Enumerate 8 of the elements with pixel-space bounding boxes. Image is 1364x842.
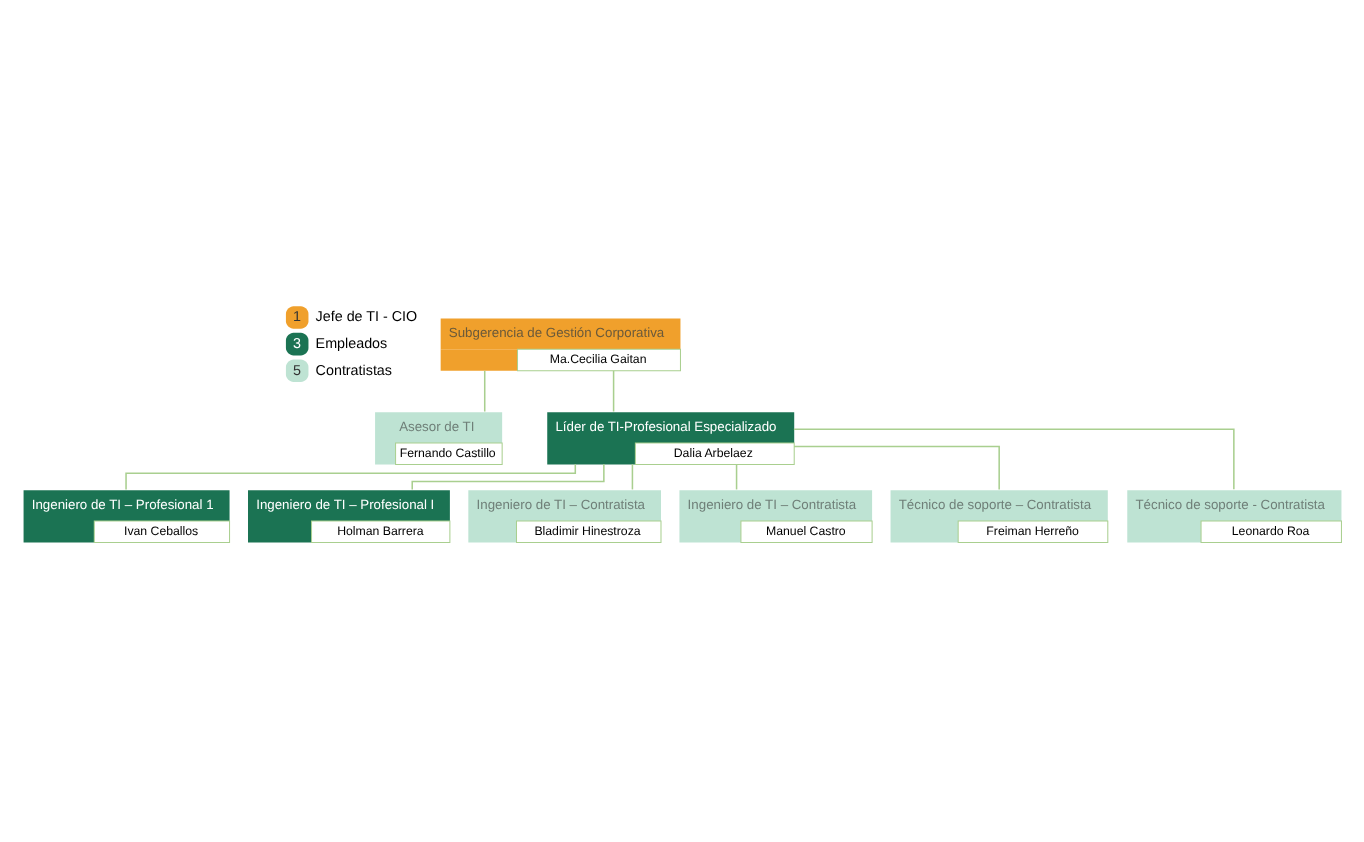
- connector: [735, 462, 738, 490]
- connector: [793, 444, 1000, 490]
- connector: [483, 368, 486, 412]
- connector: [612, 368, 615, 412]
- connector: [411, 462, 605, 490]
- connector: [125, 462, 577, 490]
- connector: [631, 462, 634, 490]
- connector: [793, 427, 1235, 490]
